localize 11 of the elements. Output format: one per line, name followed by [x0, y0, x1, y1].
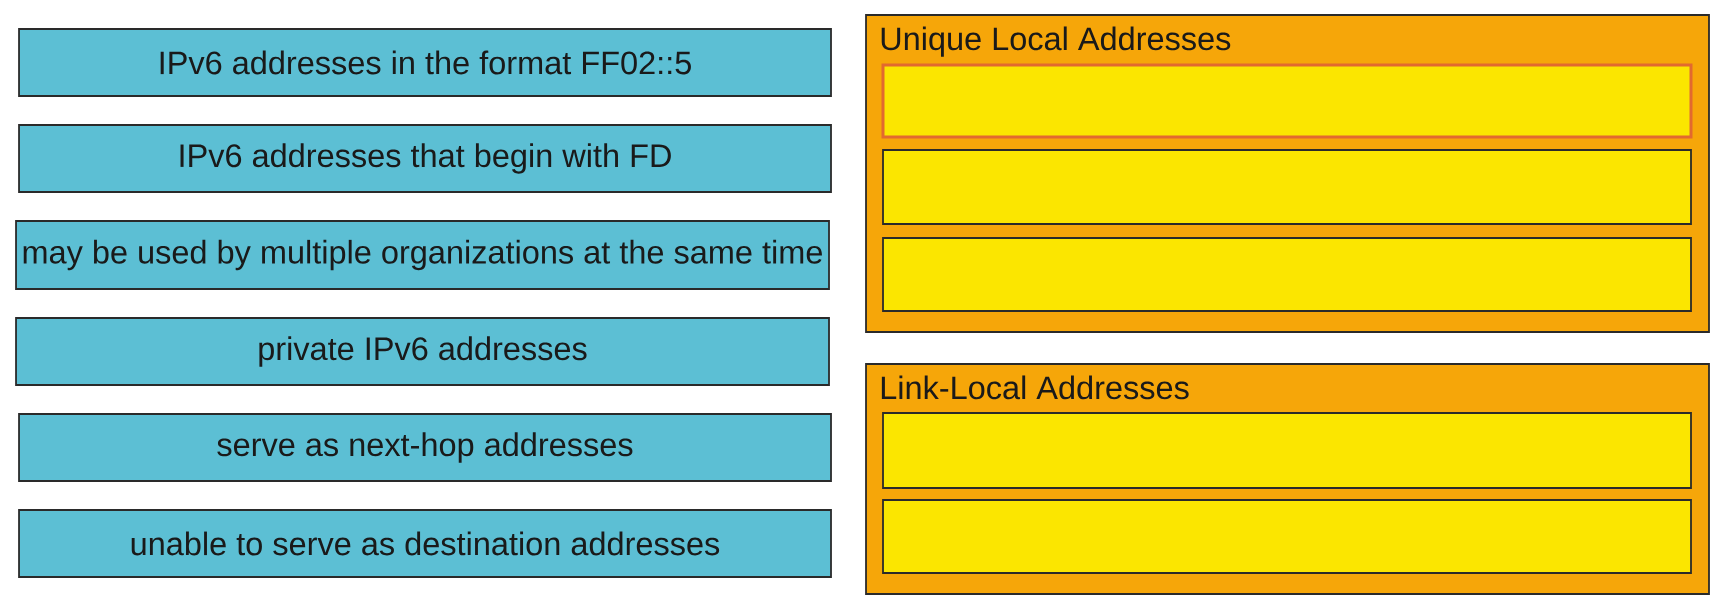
option-box: unable to serve as destination addresses: [18, 509, 832, 578]
option-box: IPv6 addresses that begin with FD: [18, 124, 832, 193]
answer-box: [882, 499, 1692, 574]
option-box: private IPv6 addresses: [15, 317, 830, 386]
answer-box: [881, 63, 1693, 139]
option-box: may be used by multiple organizations at the same time: [15, 220, 830, 290]
option-box: serve as next-hop addresses: [18, 413, 832, 482]
answer-box: [882, 237, 1692, 312]
answer-box: [882, 149, 1692, 225]
answer-box: [882, 412, 1692, 489]
option-box: IPv6 addresses in the format FF02::5: [18, 28, 832, 97]
